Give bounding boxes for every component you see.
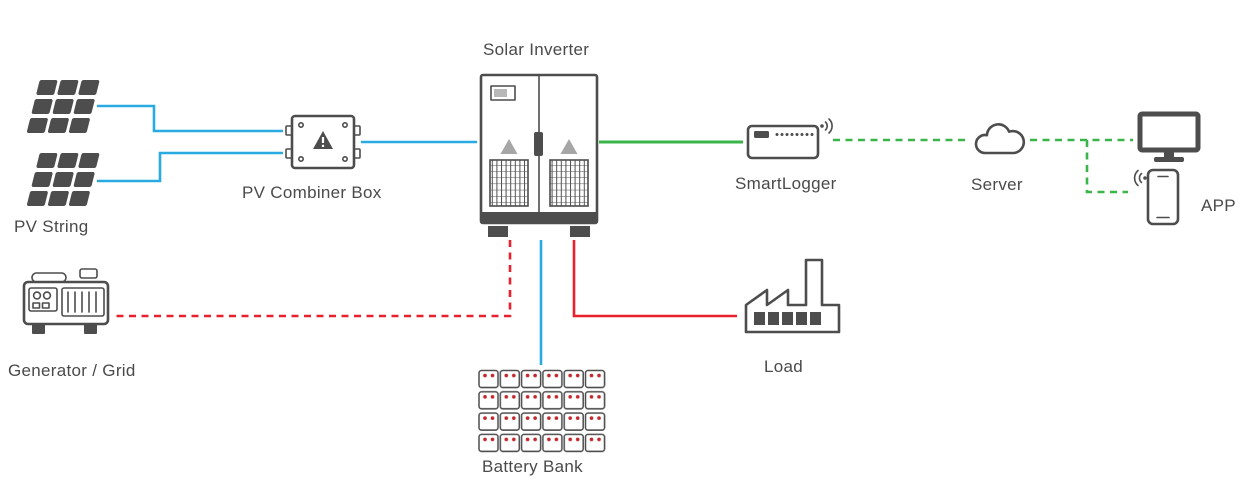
solar-inverter-icon: [479, 73, 599, 237]
edge-branch-to-phone: [1085, 140, 1128, 194]
app-label: APP: [1201, 196, 1236, 215]
combiner-box-icon: [285, 114, 361, 170]
battery-bank-label: Battery Bank: [482, 457, 583, 476]
smartlogger-icon: [746, 118, 833, 160]
wifi-signal-icon: [820, 118, 833, 134]
load-label: Load: [764, 357, 804, 376]
pv-panel-icon: [26, 80, 100, 133]
node-battery-bank: [478, 368, 606, 454]
node-solar-inverter: [478, 72, 600, 240]
edge-inverter-to-generator: [113, 240, 512, 318]
node-smartlogger: [745, 114, 837, 166]
node-generator-grid: [20, 266, 112, 342]
solar-inverter-label: Solar Inverter: [483, 40, 590, 59]
server-label: Server: [971, 175, 1023, 194]
wifi-signal-icon: [1133, 169, 1147, 187]
battery-bank-icon: [478, 368, 606, 454]
smartlogger-label: SmartLogger: [735, 174, 837, 193]
pv-panel-icon: [26, 153, 100, 206]
factory-icon: [744, 258, 841, 334]
node-server: [970, 118, 1028, 158]
node-app-phone: [1130, 168, 1180, 226]
cloud-icon: [974, 123, 1026, 155]
edge-inverter-to-load: [572, 240, 737, 318]
node-load: [740, 246, 846, 336]
pv-combiner-box-label: PV Combiner Box: [242, 183, 382, 202]
generator-grid-label: Generator / Grid: [8, 361, 136, 380]
edge-pv-top-to-combiner: [97, 104, 283, 133]
node-pv-string-panel-2: [26, 152, 100, 208]
smartphone-icon: [1133, 168, 1180, 226]
node-app-monitor: [1136, 110, 1202, 166]
edge-pv-bottom-to-combiner: [97, 151, 283, 183]
node-pv-combiner-box: [284, 110, 362, 174]
pv-string-label: PV String: [14, 217, 89, 236]
node-pv-string-panel-1: [26, 79, 100, 135]
generator-icon: [22, 268, 110, 334]
monitor-icon: [1137, 111, 1201, 162]
